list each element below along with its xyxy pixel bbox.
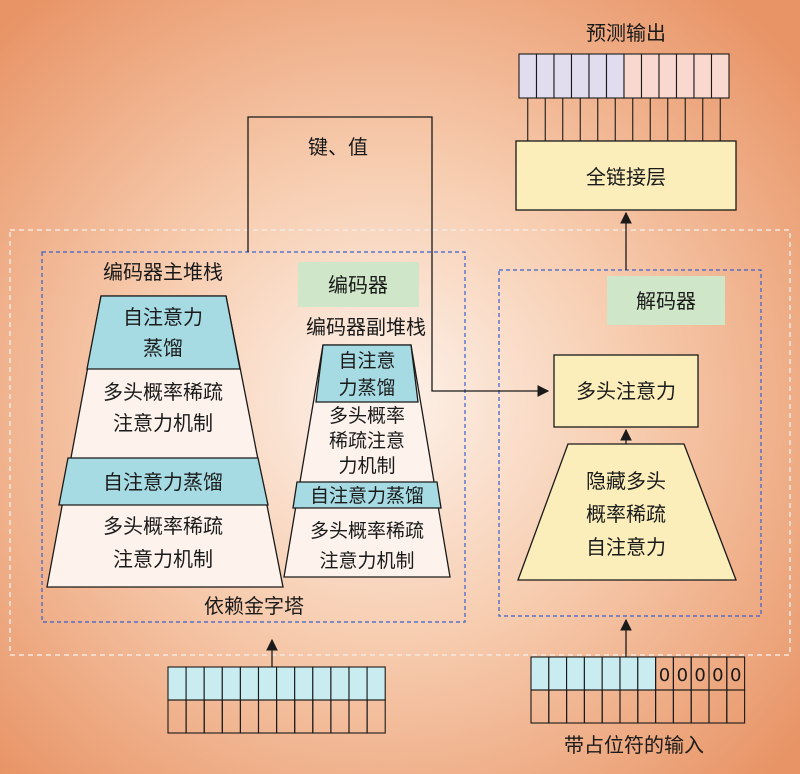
output-cell xyxy=(623,53,643,99)
sub-attn2-line1: 多头概率稀疏 xyxy=(310,520,424,542)
output-cell xyxy=(570,53,590,99)
placeholder-zero: 0 xyxy=(712,665,723,686)
decoder-input-cell xyxy=(726,689,746,724)
output-cells xyxy=(518,53,730,99)
output-cell xyxy=(518,53,538,99)
sub-top-distill-line1: 自注意 xyxy=(338,350,395,372)
encoder-sub-title: 编码器副堆栈 xyxy=(306,315,426,339)
sub-attn1-line3: 力机制 xyxy=(338,455,395,477)
sub-attn1-line2: 稀疏注意 xyxy=(329,430,405,452)
decoder-input-cell xyxy=(548,656,568,691)
main-mid-distill-label: 自注意力蒸馏 xyxy=(103,470,223,494)
decoder-input-cell xyxy=(637,656,657,691)
output-cell xyxy=(640,53,660,99)
key-value-arrow xyxy=(247,116,550,397)
encoder-input-cell xyxy=(185,666,205,701)
decoder-input-cell xyxy=(601,656,621,691)
encoder-input-cell xyxy=(312,666,332,701)
sub-attn1-line1: 多头概率 xyxy=(329,405,405,427)
decoder-input-cell xyxy=(566,656,585,691)
encoder-input-cells xyxy=(167,666,386,734)
encoder-badge xyxy=(298,262,419,307)
output-cell xyxy=(535,53,555,99)
fully-connected-label: 全链接层 xyxy=(586,165,666,189)
main-attn2-line1: 多头概率稀疏 xyxy=(103,514,223,538)
decoder-input-cell xyxy=(530,656,550,691)
decoder-input-cell xyxy=(583,656,603,691)
encoder-input-cell xyxy=(257,666,278,701)
main-attn2-line2: 注意力机制 xyxy=(113,547,213,571)
masked-attention-trapezoid xyxy=(517,443,737,581)
masked-line3: 自注意力 xyxy=(586,535,666,559)
encoder-main-title: 编码器主堆栈 xyxy=(103,260,223,284)
placeholder-zero: 0 xyxy=(694,665,705,686)
decoder-frame xyxy=(498,269,762,617)
sub-top-distill-line2: 力蒸馏 xyxy=(338,377,395,399)
main-attn1-line2: 注意力机制 xyxy=(113,411,213,435)
encoder-input-cell xyxy=(221,666,241,701)
placeholder-zero: 0 xyxy=(730,665,741,686)
encoder-input-cell xyxy=(330,666,350,701)
output-cell xyxy=(588,53,608,99)
decoder-badge xyxy=(607,276,725,325)
placeholder-zero: 0 xyxy=(677,665,688,686)
encoder-input-cell xyxy=(294,666,314,701)
key-value-label: 键、值 xyxy=(308,135,368,159)
placeholder-zero: 0 xyxy=(659,665,670,686)
main-attn1-line1: 多头概率稀疏 xyxy=(103,380,223,404)
encoder-input-cell xyxy=(167,666,187,701)
sub-mid-distill-label: 自注意力蒸馏 xyxy=(310,485,424,507)
encoder-input-cell xyxy=(366,666,386,701)
masked-line2: 概率稀疏 xyxy=(586,502,666,526)
decoder-badge-label: 解码器 xyxy=(636,289,696,313)
multi-head-attention-label: 多头注意力 xyxy=(576,379,676,403)
encoder-input-cell xyxy=(348,666,368,701)
outer-dashed-frame xyxy=(9,229,791,656)
output-cell xyxy=(693,53,713,99)
fully-connected-layer xyxy=(515,140,737,211)
output-cell xyxy=(553,53,573,99)
masked-line1: 隐藏多头 xyxy=(586,469,666,493)
output-cell xyxy=(710,53,730,99)
main-top-distill-block xyxy=(86,295,241,370)
decoder-input-label: 带占位符的输入 xyxy=(564,733,704,757)
encoder-input-cell xyxy=(239,666,260,701)
main-mid-distill-block xyxy=(58,457,269,506)
decoder-input-cell xyxy=(619,656,639,691)
pyramid-label: 依赖金字塔 xyxy=(204,594,304,618)
output-cell xyxy=(658,53,678,99)
encoder-input-cell xyxy=(203,666,223,701)
output-title: 预测输出 xyxy=(586,21,666,45)
output-connector-lines xyxy=(527,98,721,141)
encoder-badge-label: 编码器 xyxy=(328,273,388,297)
output-cell xyxy=(675,53,695,99)
encoder-frame xyxy=(41,251,466,623)
sub-top-distill-block xyxy=(315,344,419,403)
main-top-distill-line2: 蒸馏 xyxy=(143,336,183,360)
output-cell xyxy=(605,53,625,99)
main-top-distill-line1: 自注意力 xyxy=(123,305,203,329)
multi-head-attention-block xyxy=(553,354,699,428)
sub-mid-distill-block xyxy=(292,481,442,509)
encoder-input-cell xyxy=(276,666,296,701)
sub-attn2-line2: 注意力机制 xyxy=(319,550,414,572)
encoder-input-cell xyxy=(366,699,386,734)
